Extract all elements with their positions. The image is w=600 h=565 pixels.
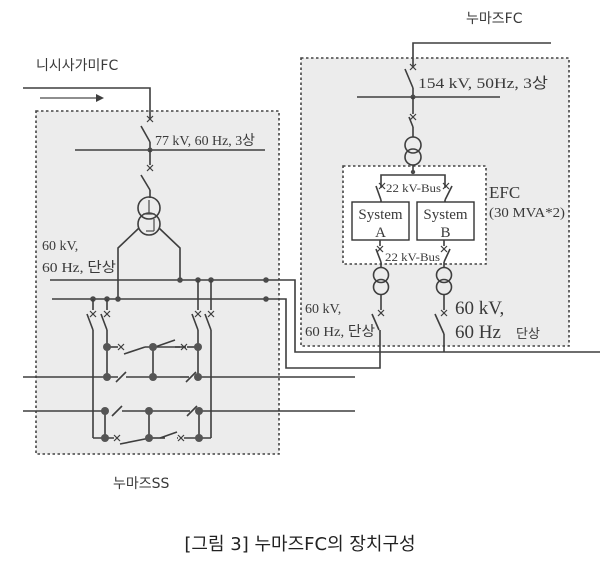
bus-60kv-lower — [52, 298, 381, 369]
nishisagami-fc-label: 니시사가미FC — [36, 58, 118, 74]
switching-matrix — [23, 339, 355, 445]
bus-77kv-label: 77 kV, 60 Hz, 3상 — [155, 133, 255, 149]
bus-154kv-label: 154 kV, 50Hz, 3상 — [418, 75, 548, 92]
output-left-label-line2: 60 Hz, 단상 — [305, 324, 375, 340]
feeder-switches-right — [191, 280, 215, 438]
system-b-label-line2: B — [440, 225, 450, 241]
system-b-box — [416, 201, 475, 241]
feeder-switches-left — [86, 299, 111, 438]
figure-caption: [그림 3] 누마즈FC의 장치구성 — [184, 534, 415, 555]
nishisagami-incoming-line — [23, 87, 151, 118]
bus-60kv-label-line1: 60 kV, — [42, 239, 78, 254]
efc-label: EFC — [489, 183, 520, 202]
numazu-fc-label: 누마즈FC — [466, 11, 523, 27]
bus-22kv-upper-label: 22 kV-Bus — [386, 183, 442, 195]
output-right-label-suffix: 단상 — [516, 327, 540, 342]
scott-transformer-icon — [117, 196, 181, 299]
numazu-ss-region — [35, 110, 280, 455]
output-left-label-line1: 60 kV, — [305, 302, 341, 317]
efc-rating-label: (30 MVA*2) — [489, 206, 565, 221]
switch-154kv-out — [408, 97, 417, 137]
efc-lower-switches — [375, 240, 451, 263]
bus-60kv-label-line2: 60 Hz, 단상 — [42, 260, 116, 276]
system-b-label-line1: System — [423, 207, 468, 223]
output-transformer-right-icon — [434, 262, 453, 352]
bus-60kv-upper — [50, 279, 600, 353]
system-a-label-line1: System — [358, 207, 403, 223]
output-right-label-line1: 60 kV, — [455, 298, 504, 319]
output-transformer-left-icon — [371, 262, 390, 331]
system-a-label-line2: A — [375, 225, 386, 241]
numazu-ss-label: 누마즈SS — [113, 476, 170, 492]
bus-22kv-lower-label: 22 kV-Bus — [385, 252, 441, 264]
output-right-label-line2: 60 Hz — [455, 322, 501, 343]
flow-arrow-icon — [40, 94, 104, 102]
numazu-fc-incoming-line — [412, 42, 551, 66]
